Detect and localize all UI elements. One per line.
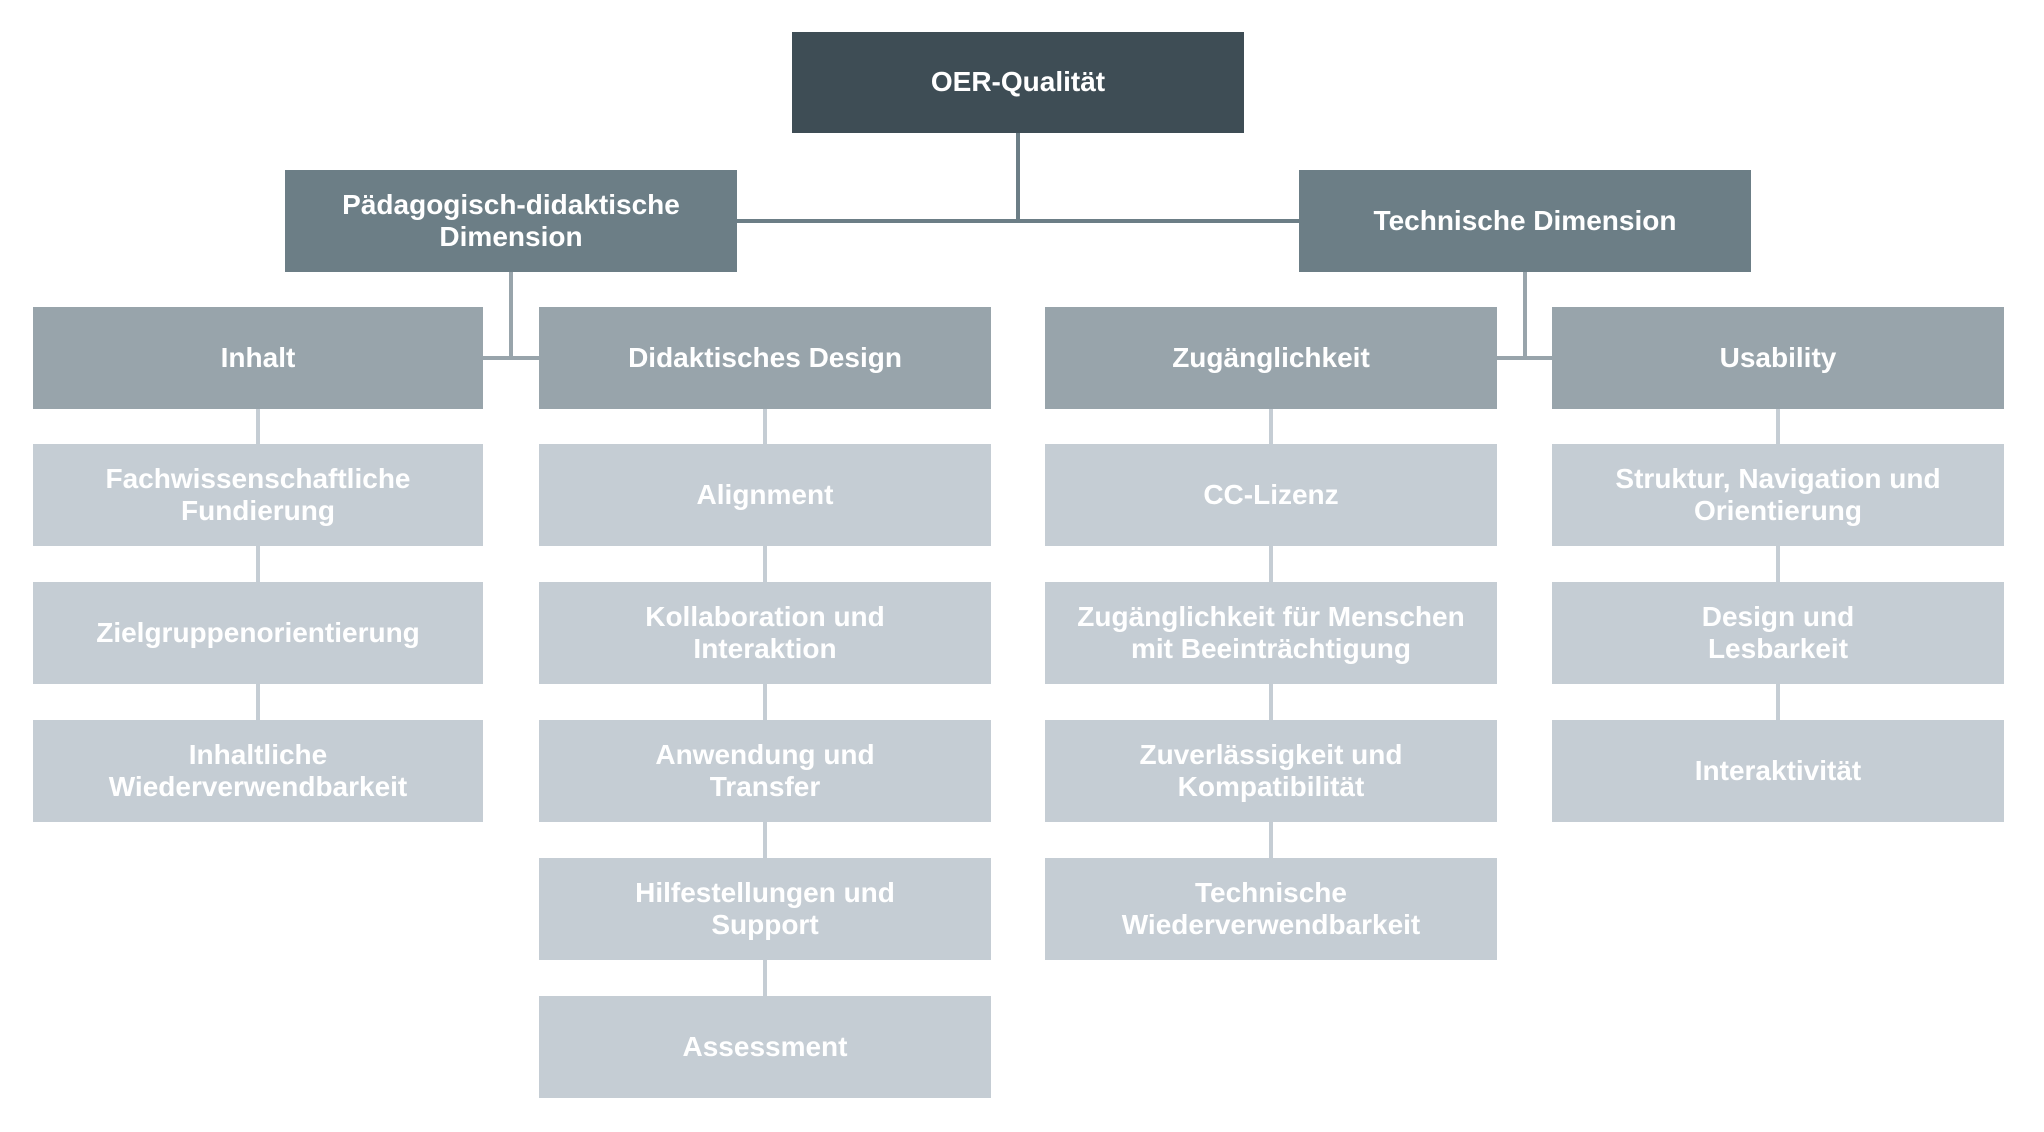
criterion-box-design-und-lesbarkeit: Design und Lesbarkeit (1552, 582, 2004, 684)
criterion-box-interaktivitaet: Interaktivität (1552, 720, 2004, 822)
category-box-didaktisches-design: Didaktisches Design (539, 307, 991, 409)
criterion-box-inhaltliche-wiederverwendbarkeit: Inhaltliche Wiederverwendbarkeit (33, 720, 483, 822)
connector-paedagogisch-drop (509, 272, 513, 360)
connector-usability-leaf-3 (1776, 684, 1780, 720)
criterion-box-hilfestellungen-und-support: Hilfestellungen und Support (539, 858, 991, 960)
connector-technische-drop (1523, 272, 1527, 360)
criterion-box-kollaboration-und-interaktion: Kollaboration und Interaktion (539, 582, 991, 684)
criterion-box-zuverlaessigkeit-und-kompatibilitaet: Zuverlässigkeit und Kompatibilität (1045, 720, 1497, 822)
criterion-box-fachwissenschaftliche-fundierung: Fachwissenschaftliche Fundierung (33, 444, 483, 546)
connector-didaktisches-leaf-1 (763, 409, 767, 444)
connector-usability-leaf-1 (1776, 409, 1780, 444)
criterion-box-assessment: Assessment (539, 996, 991, 1098)
criterion-box-technische-wiederverwendbarkeit: Technische Wiederverwendbarkeit (1045, 858, 1497, 960)
criterion-box-zugaenglichkeit-fuer-menschen: Zugänglichkeit für Menschen mit Beeinträ… (1045, 582, 1497, 684)
connector-root-stem (1016, 133, 1020, 221)
connector-didaktisches-leaf-2 (763, 546, 767, 582)
connector-zugaenglichkeit-leaf-1 (1269, 409, 1273, 444)
connector-usability-leaf-2 (1776, 546, 1780, 582)
category-box-inhalt: Inhalt (33, 307, 483, 409)
connector-didaktisches-leaf-3 (763, 684, 767, 720)
dimension-box-paedagogisch-didaktische: Pädagogisch-didaktische Dimension (285, 170, 737, 272)
connector-didaktisches-leaf-4 (763, 822, 767, 858)
connector-zugaenglichkeit-leaf-3 (1269, 684, 1273, 720)
root-box-oer-qualitaet: OER-Qualität (792, 32, 1244, 133)
connector-zugaenglichkeit-leaf-2 (1269, 546, 1273, 582)
connector-inhalt-leaf-3 (256, 684, 260, 720)
criterion-box-struktur-navigation-orientierung: Struktur, Navigation und Orientierung (1552, 444, 2004, 546)
connector-inhalt-leaf-1 (256, 409, 260, 444)
criterion-box-anwendung-und-transfer: Anwendung und Transfer (539, 720, 991, 822)
category-box-zugaenglichkeit: Zugänglichkeit (1045, 307, 1497, 409)
connector-zugaenglichkeit-usability-bridge (1497, 356, 1552, 360)
connector-dimensions-bridge (737, 219, 1299, 223)
connector-zugaenglichkeit-leaf-4 (1269, 822, 1273, 858)
category-box-usability: Usability (1552, 307, 2004, 409)
criterion-box-alignment: Alignment (539, 444, 991, 546)
dimension-box-technische: Technische Dimension (1299, 170, 1751, 272)
criterion-box-cc-lizenz: CC-Lizenz (1045, 444, 1497, 546)
connector-inhalt-leaf-2 (256, 546, 260, 582)
connector-didaktisches-leaf-5 (763, 960, 767, 996)
connector-inhalt-didaktisches-bridge (483, 356, 539, 360)
criterion-box-zielgruppenorientierung: Zielgruppenorientierung (33, 582, 483, 684)
